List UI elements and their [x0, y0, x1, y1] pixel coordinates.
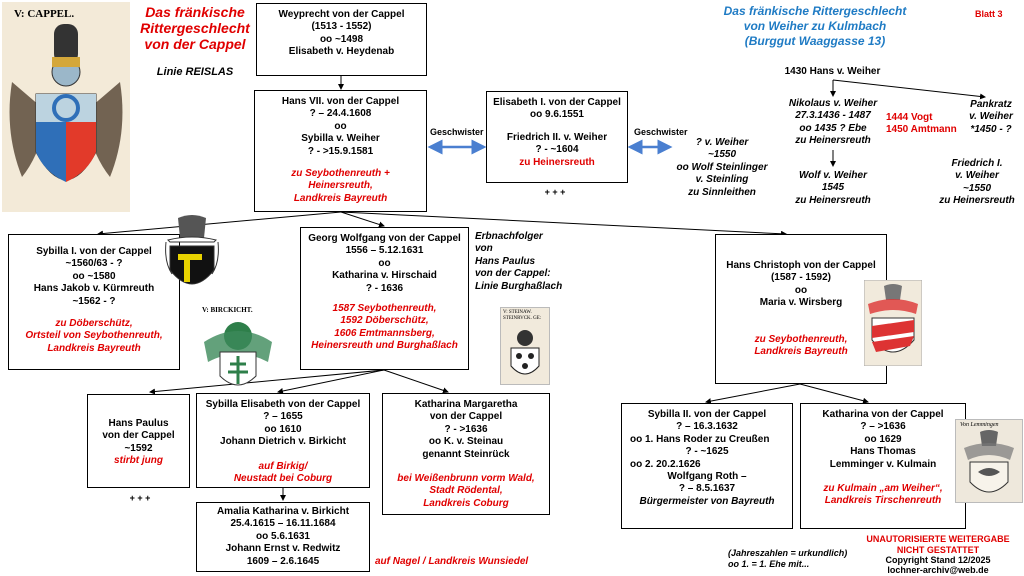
person-wolf-weiher: Wolf v. Weiher 1545 zu Heinersreuth: [795, 170, 871, 206]
lemmingen-crest: Von Lemmingen: [955, 419, 1023, 503]
person-friedrich-i-weiher: Friedrich I. v. Weiher ~1550 zu Heinersr…: [939, 158, 1015, 207]
crest-label: V: BIRCKICHT.: [202, 306, 253, 314]
crest-label: Von Lemmingen: [960, 422, 999, 428]
amalia-place: auf Nagel / Landkreis Wunsiedel: [375, 556, 529, 567]
page-subtitle: Linie REISLAS: [156, 66, 234, 78]
person-elisabeth-i: Elisabeth I. von der Cappel oo 9.6.1551 …: [486, 91, 628, 183]
person-sybilla-ii: Sybilla II. von der Cappel ? – 16.3.1632…: [621, 403, 793, 529]
wirsberg-crest-icon: [864, 280, 922, 366]
successor-note: Erbnachfolger von Hans Paulus von der Ca…: [475, 231, 563, 292]
legend: (Jahreszahlen = urkundlich) oo 1. = 1. E…: [728, 548, 848, 569]
elisabeth-descendants-mark: + + +: [544, 187, 566, 197]
cappel-coat-of-arms-icon: [9, 24, 123, 182]
page-title: Das fränkische Rittergeschlecht von der …: [140, 4, 250, 52]
crest-label: V: CAPPEL.: [14, 8, 75, 20]
person-weiher-sibling: ? v. Weiher ~1550 oo Wolf Steinlinger v.…: [676, 137, 768, 198]
person-hans-christoph: Hans Christoph von der Cappel (1587 - 15…: [715, 234, 887, 384]
crest-label: V: STEINAW. STEINRVCK. GE:: [503, 310, 542, 321]
copyright: Copyright Stand 12/2025 lochner-archiv@w…: [885, 555, 991, 575]
unauthorized-warning: UNAUTORISIERTE WEITERGABE NICHT GESTATTE…: [866, 534, 1010, 555]
person-hans-vii: Hans VII. von der Cappel ? – 24.4.1608 o…: [254, 90, 427, 212]
lemmingen-coat-of-arms-icon: [964, 430, 1014, 493]
person-nikolaus-weiher: Nikolaus v. Weiher 27.3.1436 - 1487 oo 1…: [788, 98, 878, 147]
person-hans-paulus: Hans Paulus von der Cappel ~1592 stirbt …: [87, 394, 190, 488]
steinau-crest: V: STEINAW. STEINRVCK. GE:: [500, 307, 550, 385]
nikolaus-offices: 1444 Vogt 1450 Amtmann: [886, 112, 957, 136]
person-hans-weiher: 1430 Hans v. Weiher: [784, 66, 881, 77]
weiher-title: Das fränkische Rittergeschlecht von Weih…: [723, 4, 907, 48]
person-amalia-katharina: Amalia Katharina v. Birkicht 25.4.1615 –…: [196, 502, 370, 572]
sibling-label-left: Geschwister: [430, 127, 484, 137]
cappel-crest: V: CAPPEL.: [2, 2, 130, 212]
person-sybilla-elisabeth: Sybilla Elisabeth von der Cappel ? – 165…: [196, 393, 370, 488]
birckicht-coat-of-arms-icon: [204, 322, 272, 386]
person-katharina-margaretha: Katharina Margaretha von der Cappel ? - …: [382, 393, 550, 515]
sheet-label: Blatt 3: [975, 9, 1003, 19]
hans-paulus-descendants-mark: + + +: [129, 493, 151, 503]
kuermreuth-crest-icon: [165, 215, 219, 285]
sibling-label-right: Geschwister: [634, 127, 688, 137]
person-weyprecht: Weyprecht von der Cappel (1513 - 1552) o…: [256, 3, 427, 76]
birckicht-crest: V: BIRCKICHT.: [200, 302, 276, 394]
person-katharina: Katharina von der Cappel ? – >1636 oo 16…: [800, 403, 966, 529]
person-georg-wolfgang: Georg Wolfgang von der Cappel 1556 – 5.1…: [300, 227, 469, 370]
steinau-coat-of-arms-icon: [510, 330, 540, 375]
person-sybilla-i: Sybilla I. von der Cappel ~1560/63 - ? o…: [8, 234, 180, 370]
person-pankratz-weiher: Pankratz v. Weiher *1450 - ?: [969, 99, 1013, 135]
